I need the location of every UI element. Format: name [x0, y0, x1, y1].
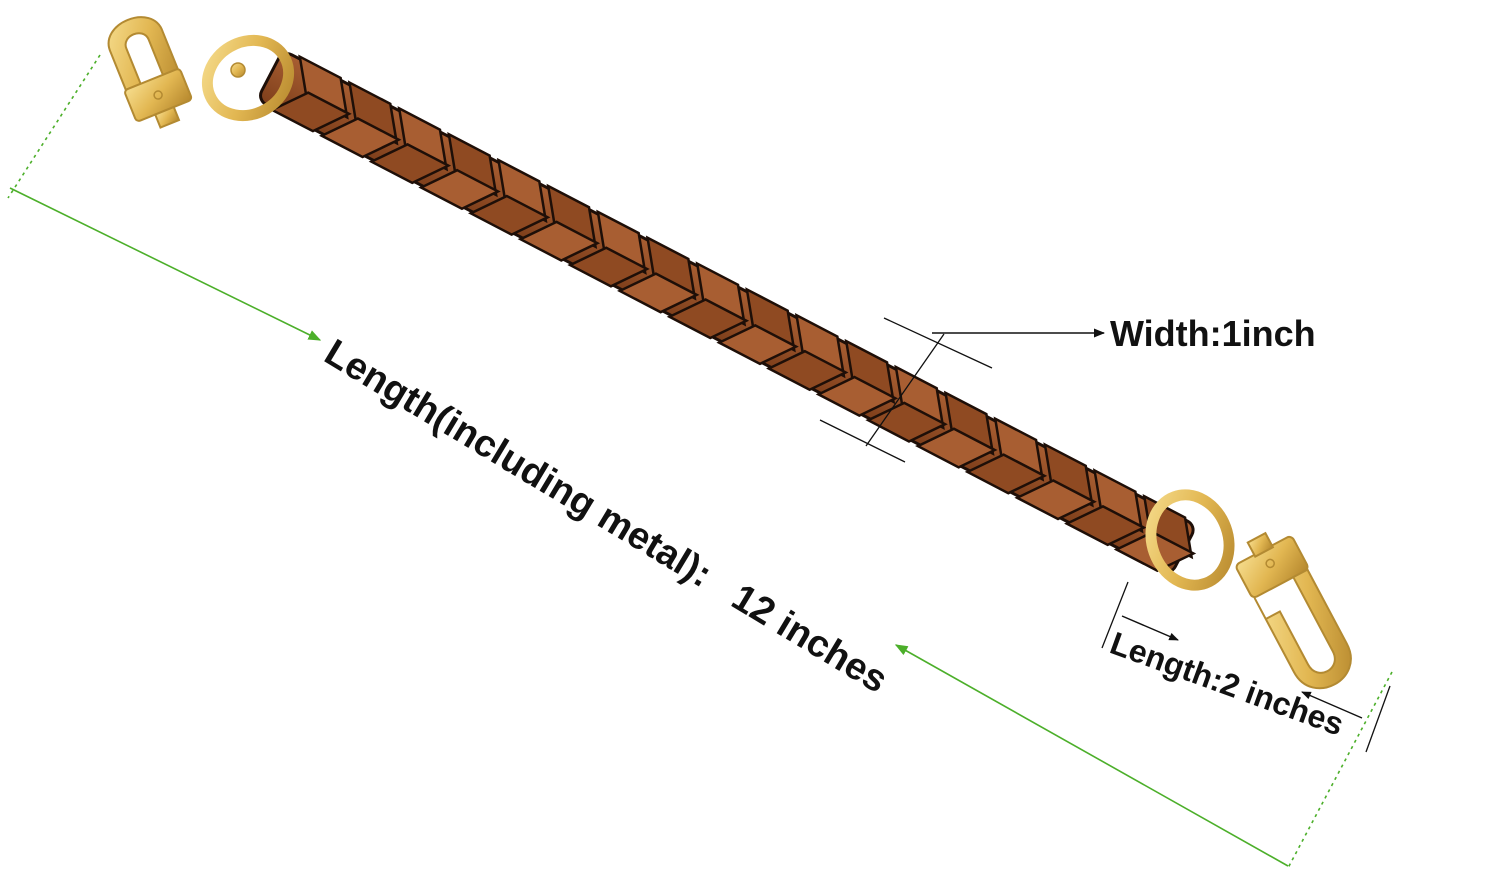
guide-line-left: [9, 187, 322, 341]
braided-leather-strap: [259, 52, 1197, 574]
braid-segment-lower: [766, 349, 849, 392]
braid-segment-upper: [993, 416, 1045, 482]
width-tick-bottom: [819, 419, 906, 463]
braid-segment-upper: [894, 364, 945, 430]
left-clasp-hardware: [107, 16, 295, 129]
guide-end-left: [7, 54, 101, 199]
braided-leather-icon: [269, 54, 1197, 573]
braid-segment-lower: [617, 272, 700, 314]
braid-segment-upper: [695, 261, 747, 327]
braid-segment-lower: [318, 117, 402, 159]
arrow-icon: [1301, 691, 1363, 719]
braid-segment-lower: [1014, 479, 1097, 521]
braid-segment-lower: [716, 323, 799, 366]
braid-segment-upper: [596, 209, 647, 275]
braid-segment-lower: [418, 168, 501, 211]
braid-segment-upper: [1092, 468, 1144, 534]
o-ring-icon: [1145, 489, 1235, 591]
braid-segment-lower: [815, 375, 899, 417]
braid-segment-upper: [844, 338, 896, 405]
guide-end-right: [1287, 671, 1393, 869]
braid-segment-upper: [347, 80, 399, 146]
braid-segment-lower: [964, 453, 1048, 495]
braid-segment-upper: [447, 132, 498, 198]
braid-segment-upper: [496, 157, 548, 224]
arrow-icon: [1121, 615, 1179, 641]
width-label: Width:1inch: [1110, 313, 1316, 354]
braid-segment-lower: [1064, 504, 1147, 547]
braid-segment-upper: [546, 183, 598, 249]
width-annotation: Width:1inch: [819, 313, 1316, 463]
braid-segment-upper: [745, 287, 796, 353]
braid-segment-upper: [943, 390, 995, 456]
braid-segment-lower: [865, 401, 948, 443]
braid-segment-lower: [666, 298, 750, 340]
width-span-line: [865, 333, 945, 447]
o-ring-icon: [201, 34, 295, 122]
braid-segment-lower: [468, 194, 551, 236]
braid-segment-lower: [915, 427, 998, 469]
braid-segment-upper: [1043, 442, 1094, 508]
length-guide: [7, 54, 1393, 869]
braid-segment-lower: [368, 142, 452, 185]
braid-segment-upper: [794, 313, 846, 379]
braid-segment-upper: [645, 235, 697, 301]
braid-segment-lower: [269, 91, 352, 133]
braid-segment-lower: [567, 246, 650, 288]
braid-segment-upper: [397, 106, 449, 172]
lobster-clasp-icon: [1253, 568, 1352, 690]
right-clasp-hardware: [1145, 489, 1352, 690]
braid-segment-lower: [517, 220, 601, 262]
guide-line-right: [894, 644, 1289, 867]
braid-segment-upper: [298, 54, 349, 120]
